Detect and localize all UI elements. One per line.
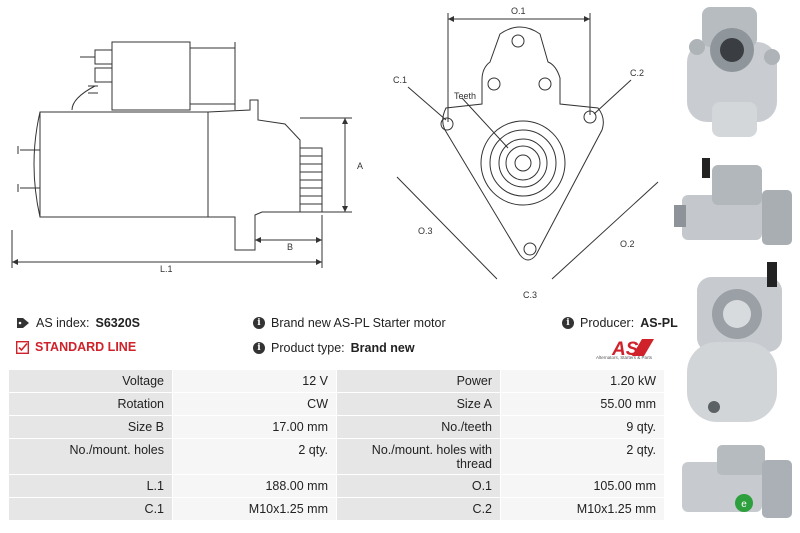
spec-value: 12 V — [172, 369, 337, 393]
as-index-row: AS index: S6320S — [16, 316, 140, 330]
as-index-value: S6320S — [95, 316, 140, 330]
product-type-label: Product type: — [271, 341, 345, 355]
standard-line-label: STANDARD LINE — [35, 340, 137, 354]
checkbox-icon — [16, 340, 29, 354]
as-index-label: AS index: — [36, 316, 90, 330]
table-row: Size B 17.00 mm No./teeth 9 qty. — [8, 415, 665, 439]
spec-label: No./teeth — [336, 415, 501, 439]
spec-value: 55.00 mm — [500, 392, 665, 416]
front-view-drawing — [440, 26, 604, 261]
technical-drawings: A B L.1 O.1 O.2 O.3 C.1 C.2 C.3 Teeth — [11, 6, 659, 300]
svg-text:e: e — [741, 499, 747, 510]
dim-label-a: A — [357, 161, 363, 171]
producer-label: Producer: — [580, 316, 635, 330]
as-pl-logo: AS — [611, 339, 654, 360]
spec-value: 188.00 mm — [172, 474, 337, 498]
spec-label: C.2 — [336, 497, 501, 521]
product-type-row: i Product type: Brand new — [253, 341, 415, 355]
specifications-table: Voltage 12 V Power 1.20 kW Rotation CW S… — [8, 369, 665, 521]
dim-label-teeth: Teeth — [454, 91, 476, 101]
table-row: Voltage 12 V Power 1.20 kW — [8, 369, 665, 393]
product-photos: e — [672, 0, 800, 533]
spec-label: Rotation — [8, 392, 173, 416]
producer-row: i Producer: AS-PL — [562, 316, 678, 330]
tag-icon — [17, 318, 29, 328]
spec-label: No./mount. holes — [8, 438, 173, 475]
spec-label: L.1 — [8, 474, 173, 498]
spec-value: CW — [172, 392, 337, 416]
dim-label-o1: O.1 — [511, 6, 526, 16]
product-description: Brand new AS-PL Starter motor — [271, 316, 446, 330]
product-type-value: Brand new — [350, 341, 415, 355]
spec-label: No./mount. holes with thread — [336, 438, 501, 475]
spec-label: C.1 — [8, 497, 173, 521]
starter-motor-photo-side-logo[interactable]: e — [672, 440, 800, 533]
dim-label-c3: C.3 — [523, 290, 537, 300]
side-view-drawing — [17, 41, 323, 251]
starter-motor-photo-front-angle[interactable] — [672, 2, 800, 142]
dim-label-l1: L.1 — [160, 264, 173, 274]
spec-value: 9 qty. — [500, 415, 665, 439]
logo-tagline: Alternators, Starters & Parts — [596, 355, 653, 360]
standard-line-row: STANDARD LINE — [16, 340, 136, 354]
starter-motor-photo-side[interactable] — [672, 150, 800, 260]
spec-label: Power — [336, 369, 501, 393]
spec-label: O.1 — [336, 474, 501, 498]
producer-value: AS-PL — [640, 316, 678, 330]
description-row: i Brand new AS-PL Starter motor — [253, 316, 446, 330]
spec-label: Voltage — [8, 369, 173, 393]
dim-label-b: B — [287, 242, 293, 252]
dim-label-c2: C.2 — [630, 68, 644, 78]
table-row: L.1 188.00 mm O.1 105.00 mm — [8, 474, 665, 498]
logo-text: AS — [611, 339, 639, 360]
table-row: C.1 M10x1.25 mm C.2 M10x1.25 mm — [8, 497, 665, 521]
spec-value: 17.00 mm — [172, 415, 337, 439]
info-icon: i — [253, 317, 265, 329]
spec-label: Size B — [8, 415, 173, 439]
dim-label-c1: C.1 — [393, 75, 407, 85]
table-row: No./mount. holes 2 qty. No./mount. holes… — [8, 438, 665, 475]
spec-value: 1.20 kW — [500, 369, 665, 393]
spec-value: M10x1.25 mm — [500, 497, 665, 521]
spec-label: Size A — [336, 392, 501, 416]
starter-motor-photo-flange[interactable] — [672, 262, 800, 432]
dim-label-o2: O.2 — [620, 239, 635, 249]
spec-value: M10x1.25 mm — [172, 497, 337, 521]
spec-value: 2 qty. — [172, 438, 337, 475]
dim-label-o3: O.3 — [418, 226, 433, 236]
spec-value: 2 qty. — [500, 438, 665, 475]
info-icon: i — [562, 317, 574, 329]
spec-value: 105.00 mm — [500, 474, 665, 498]
table-row: Rotation CW Size A 55.00 mm — [8, 392, 665, 416]
info-icon: i — [253, 342, 265, 354]
